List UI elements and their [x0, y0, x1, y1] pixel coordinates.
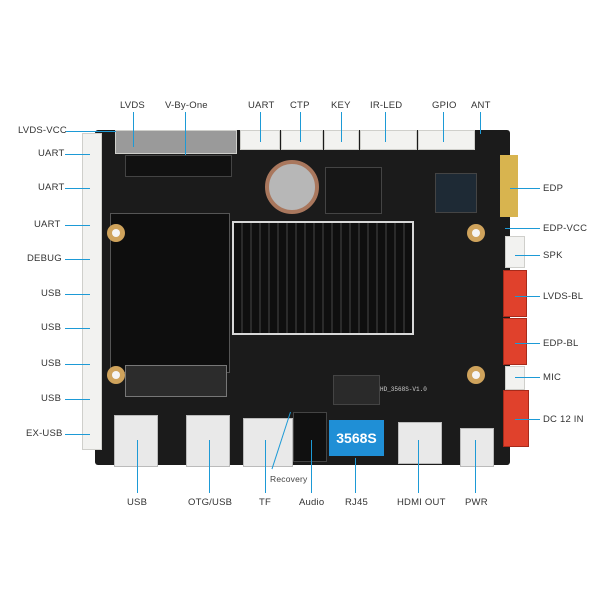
label-uart-top: UART [248, 100, 275, 111]
label-edp: EDP [543, 183, 564, 194]
leader-usb-4 [65, 399, 90, 400]
leader-usb-3 [65, 364, 90, 365]
leader-pwr [475, 440, 476, 493]
spk-connector [505, 236, 525, 268]
leader-gpio [443, 112, 444, 142]
label-lvds-vcc: LVDS-VCC [18, 125, 67, 136]
leader-ctp [300, 112, 301, 142]
label-debug: DEBUG [27, 253, 62, 264]
lvds-bl-connector [503, 270, 527, 317]
heatsink [232, 221, 414, 335]
leader-tf [265, 440, 266, 493]
mount-hole-br [467, 366, 485, 384]
irled-connector [360, 130, 417, 150]
mount-hole-bl [107, 366, 125, 384]
leader-uart-3 [65, 225, 90, 226]
label-ant: ANT [471, 100, 491, 111]
label-hdmi-out: HDMI OUT [397, 497, 446, 508]
vbyone-connector [115, 130, 237, 154]
leader-edp [510, 188, 540, 189]
m2-slot [125, 365, 227, 397]
leader-rj45 [355, 458, 356, 493]
coin-cell-battery [265, 160, 319, 214]
edp-bl-connector [503, 318, 527, 365]
label-rj45: RJ45 [345, 497, 368, 508]
leader-usb-1 [65, 294, 90, 295]
usb-port [114, 415, 158, 467]
label-uart-3: UART [34, 219, 61, 230]
leader-usb-bottom [137, 440, 138, 493]
lvds-connector [125, 155, 232, 177]
leader-otg-usb [209, 440, 210, 493]
wifi-module [435, 173, 477, 213]
label-ctp: CTP [290, 100, 310, 111]
left-connector-strip [82, 133, 102, 450]
leader-ex-usb [65, 434, 90, 435]
label-spk: SPK [543, 250, 563, 261]
label-lvds-bl: LVDS-BL [543, 291, 584, 302]
label-usb-2: USB [41, 322, 62, 333]
leader-lvds-vcc [66, 131, 116, 132]
label-vbyone: V-By-One [165, 100, 208, 111]
leader-uart-1 [65, 154, 90, 155]
label-tf: TF [259, 497, 272, 508]
ctp-connector [281, 130, 323, 150]
leader-edp-bl [515, 343, 540, 344]
label-dc-in: DC 12 IN [543, 414, 584, 425]
core-module [110, 213, 230, 373]
label-irled: IR-LED [370, 100, 403, 111]
leader-key [341, 112, 342, 142]
leader-spk [515, 255, 540, 256]
label-recovery: Recovery [270, 474, 308, 484]
mic-connector [505, 366, 525, 390]
label-lvds: LVDS [120, 100, 145, 111]
leader-audio [311, 440, 312, 493]
label-ex-usb: EX-USB [26, 428, 63, 439]
label-otg-usb: OTG/USB [188, 497, 233, 508]
pwr-button [460, 428, 494, 467]
label-usb-4: USB [41, 393, 62, 404]
label-gpio: GPIO [432, 100, 457, 111]
mount-hole-tl [107, 224, 125, 242]
board-model-silkscreen: HD_3568S-V1.0 [380, 386, 427, 393]
leader-dc-in [515, 419, 540, 420]
label-mic: MIC [543, 372, 562, 383]
memory-chip [325, 167, 382, 214]
label-usb-1: USB [41, 288, 62, 299]
leader-uart-2 [65, 188, 90, 189]
leader-uart-top [260, 112, 261, 142]
leader-lvds-bl [515, 296, 540, 297]
gpio-connector [418, 130, 475, 150]
label-uart-2: UART [38, 182, 65, 193]
label-uart-1: UART [38, 148, 65, 159]
label-usb-3: USB [41, 358, 62, 369]
label-key: KEY [331, 100, 351, 111]
dc-in-connector [503, 390, 529, 447]
label-usb-bottom: USB [127, 497, 148, 508]
leader-debug [65, 259, 90, 260]
leader-mic [515, 377, 540, 378]
leader-edp-vcc [505, 228, 540, 229]
label-edp-bl: EDP-BL [543, 338, 579, 349]
hdmi-port [398, 422, 442, 464]
edp-connector [500, 155, 518, 217]
label-edp-vcc: EDP-VCC [543, 223, 588, 234]
chip-badge: 3568S [329, 420, 384, 456]
leader-hdmi [418, 440, 419, 493]
leader-ant [480, 112, 481, 134]
leader-lvds [133, 112, 134, 147]
label-pwr: PWR [465, 497, 488, 508]
ethernet-transformer [333, 375, 380, 405]
mount-hole-tr [467, 224, 485, 242]
audio-jack [293, 412, 327, 462]
leader-usb-2 [65, 328, 90, 329]
leader-irled [385, 112, 386, 142]
otg-usb-port [186, 415, 230, 467]
leader-vbyone [185, 112, 186, 155]
label-audio: Audio [299, 497, 325, 508]
